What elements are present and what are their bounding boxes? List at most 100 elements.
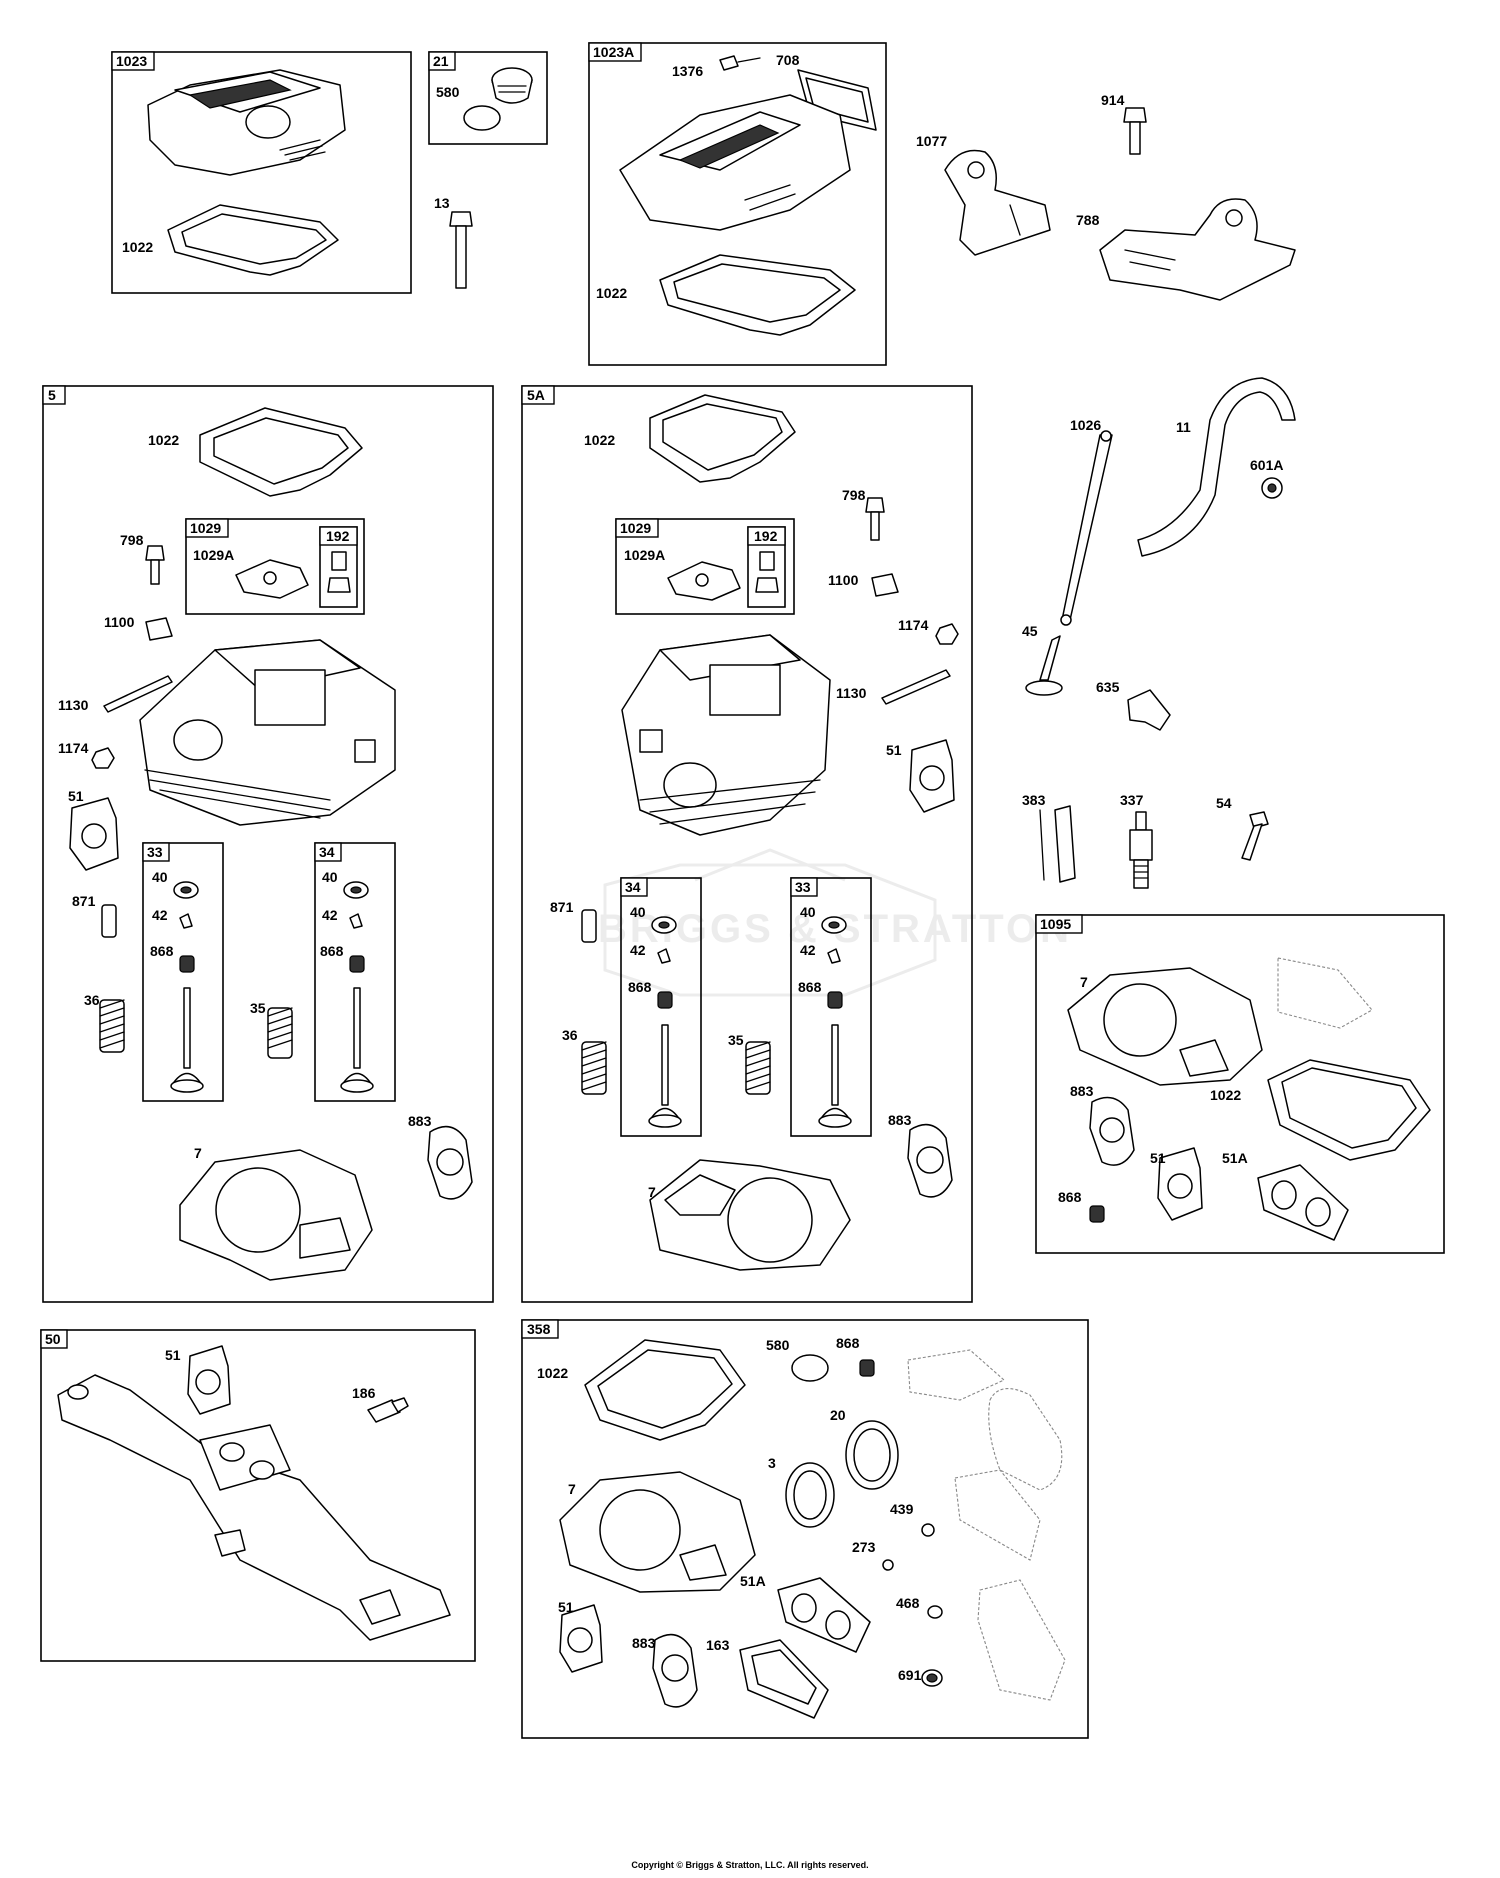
bolt-798-b <box>865 497 885 541</box>
label-883: 883 <box>888 1112 912 1128</box>
label-7: 7 <box>568 1481 576 1497</box>
gasket-883-d <box>652 1633 698 1708</box>
oil-fill-cap-part <box>491 67 533 104</box>
group-5: 5 1022 798 1029 1029A 192 1100 <box>42 385 494 1303</box>
o-ring-468 <box>927 1605 943 1619</box>
label-868: 868 <box>628 979 652 995</box>
stud-1130-b <box>881 669 951 705</box>
valve-cover-part <box>147 69 346 176</box>
group-1029-tag: 1029 <box>190 520 221 536</box>
label-51: 51 <box>68 788 84 804</box>
gasket-883-c <box>1089 1096 1135 1166</box>
pivot-nut-192 <box>331 551 347 571</box>
gasket-1022-e <box>1267 1059 1431 1161</box>
valve-b1 <box>648 1024 682 1128</box>
breather-tube-11: 11 <box>1137 377 1296 557</box>
bolt-914: 914 <box>1101 92 1147 155</box>
label-40: 40 <box>630 904 646 920</box>
label-1022: 1022 <box>584 432 615 448</box>
label-42: 42 <box>152 907 168 923</box>
o-ring-439 <box>921 1523 935 1537</box>
label-51a: 51A <box>1222 1150 1248 1166</box>
label-35: 35 <box>728 1032 744 1048</box>
valve-a2 <box>340 987 374 1093</box>
label-7: 7 <box>1080 974 1088 990</box>
label-468: 468 <box>896 1595 920 1611</box>
label-1029a: 1029A <box>624 547 665 563</box>
label-13: 13 <box>434 195 450 211</box>
group-33-tag: 33 <box>795 879 811 895</box>
dowel-871-b <box>581 909 597 943</box>
seal-868 <box>349 955 365 973</box>
label-868: 868 <box>836 1335 860 1351</box>
gasket-51-e <box>559 1604 603 1673</box>
head-gasket-7-b <box>649 1159 851 1271</box>
nut-1174-a <box>91 747 115 769</box>
label-337: 337 <box>1120 792 1144 808</box>
label-7: 7 <box>194 1145 202 1161</box>
label-42: 42 <box>630 942 646 958</box>
label-1077: 1077 <box>916 133 947 149</box>
gasket-ghost-a <box>907 1349 1006 1401</box>
label-871: 871 <box>550 899 574 915</box>
group-50-tag: 50 <box>45 1331 61 1347</box>
oil-seal-3 <box>785 1462 835 1528</box>
group-50: 50 51 186 <box>40 1329 476 1662</box>
label-1022: 1022 <box>1210 1087 1241 1103</box>
pivot-nut-192 <box>759 551 775 571</box>
group-1023-tag: 1023 <box>116 53 147 69</box>
label-186: 186 <box>352 1385 376 1401</box>
head-gasket-7-d <box>559 1471 756 1593</box>
group-1023: 1023 1022 <box>111 51 412 294</box>
label-883: 883 <box>408 1113 432 1129</box>
label-42: 42 <box>800 942 816 958</box>
label-1130: 1130 <box>58 697 89 713</box>
keeper-42 <box>349 913 363 929</box>
label-35: 35 <box>250 1000 266 1016</box>
group-34-tag: 34 <box>319 844 335 860</box>
label-163: 163 <box>706 1637 730 1653</box>
gasket-51-a <box>69 797 119 871</box>
valve-45: 45 <box>1022 623 1063 696</box>
label-51: 51 <box>165 1347 181 1363</box>
spring-35-b <box>745 1041 771 1095</box>
rocker-arm-1029a <box>235 559 309 599</box>
gasket-1022-d <box>649 394 796 483</box>
group-21-tag: 21 <box>433 53 449 69</box>
nut-1174-b <box>935 623 959 645</box>
label-883: 883 <box>632 1635 656 1651</box>
bracket-788: 788 <box>1076 198 1296 301</box>
spring-36-a <box>99 999 125 1053</box>
group-5-tag: 5 <box>48 387 56 403</box>
oil-seal-20 <box>845 1420 899 1490</box>
label-1100: 1100 <box>104 614 135 630</box>
label-1022: 1022 <box>148 432 179 448</box>
label-1100: 1100 <box>828 572 859 588</box>
bolt-13: 13 <box>434 195 473 289</box>
group-1023a-tag: 1023A <box>593 44 634 60</box>
label-20: 20 <box>830 1407 846 1423</box>
label-45: 45 <box>1022 623 1038 639</box>
group-34-tag: 34 <box>625 879 641 895</box>
label-580: 580 <box>436 84 460 100</box>
gasket-883-b <box>907 1123 953 1198</box>
o-ring-580-b <box>791 1354 829 1382</box>
bolt-54: 54 <box>1216 795 1269 861</box>
spring-35-a <box>267 1007 293 1059</box>
gasket-ghost-c <box>954 1469 1041 1561</box>
label-1130: 1130 <box>836 685 867 701</box>
label-51: 51 <box>558 1599 574 1615</box>
label-580: 580 <box>766 1337 790 1353</box>
label-383: 383 <box>1022 792 1046 808</box>
gasket-1022-b <box>659 254 856 336</box>
seal-868-d <box>859 1359 875 1377</box>
label-42: 42 <box>322 907 338 923</box>
gasket-51a-a <box>1257 1164 1349 1241</box>
label-1029a: 1029A <box>193 547 234 563</box>
cylinder-head-b <box>621 634 831 836</box>
label-601a: 601A <box>1250 457 1283 473</box>
spark-plug-337: 337 <box>1120 792 1153 889</box>
group-1095-tag: 1095 <box>1040 916 1071 932</box>
